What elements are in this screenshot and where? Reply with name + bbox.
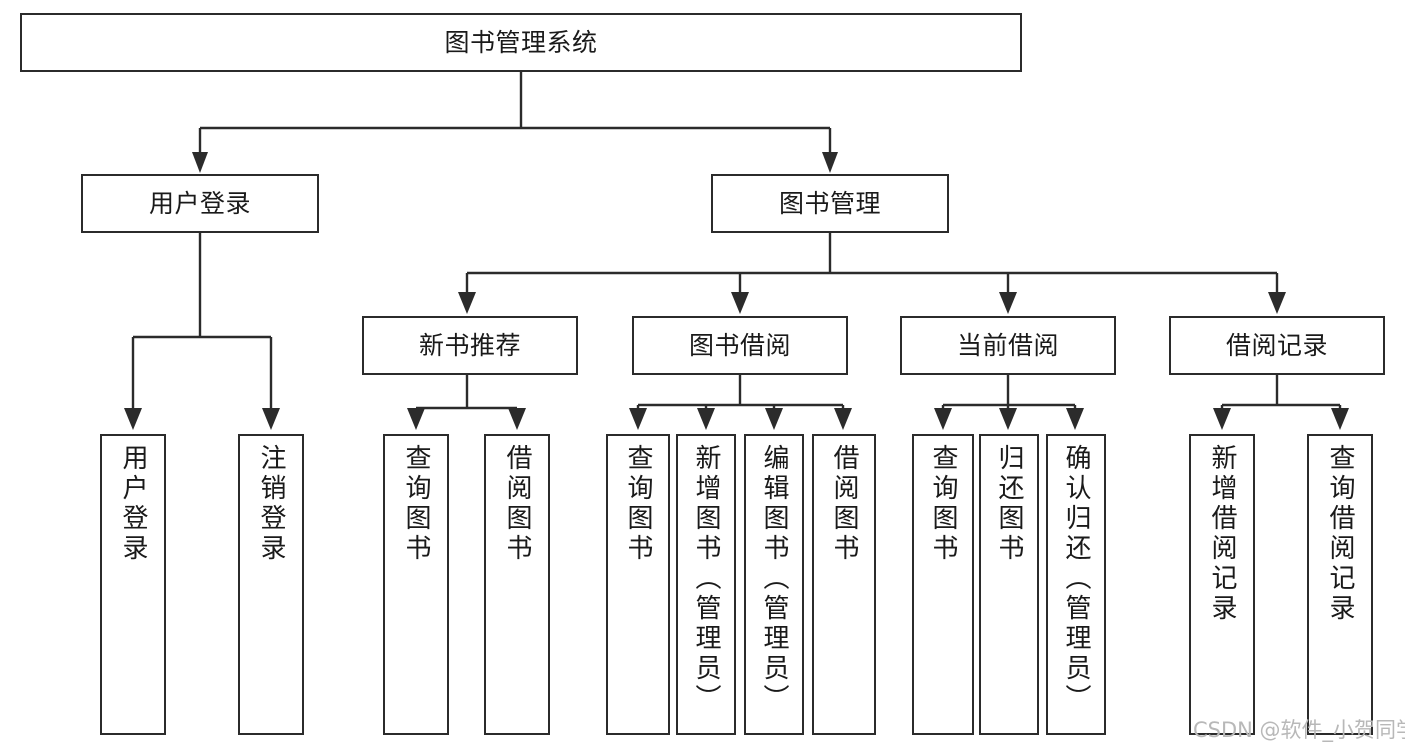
arrowhead-leaf-query-book-2 (629, 408, 647, 430)
node-leaf-borrow-book-2-label: 借阅图书 (829, 444, 859, 564)
arrowhead-leaf-user-logout (262, 408, 280, 430)
arrowhead-leaf-return-book (999, 408, 1017, 430)
arrowhead-new-book-recommend (458, 292, 476, 314)
node-leaf-query-book-1-label: 查询图书 (401, 444, 431, 564)
node-root-label: 图书管理系统 (444, 27, 598, 57)
arrowhead-leaf-confirm-return (1066, 408, 1084, 430)
node-leaf-borrow-book-2[interactable]: 借阅图书 (812, 434, 876, 735)
arrowhead-borrow-record (1268, 292, 1286, 314)
arrowhead-leaf-user-login (124, 408, 142, 430)
node-leaf-add-book[interactable]: 新增图书（管理员） (676, 434, 736, 735)
arrowhead-current-borrow (999, 292, 1017, 314)
node-leaf-add-book-label: 新增图书（管理员） (691, 444, 721, 714)
arrowhead-leaf-add-record (1213, 408, 1231, 430)
node-current-borrow-label: 当前借阅 (956, 330, 1059, 360)
node-leaf-query-book-2[interactable]: 查询图书 (606, 434, 670, 735)
node-user-login-label: 用户登录 (148, 188, 251, 218)
node-borrow-record[interactable]: 借阅记录 (1169, 316, 1385, 375)
arrowhead-bookmanage (822, 152, 838, 173)
arrowhead-book-borrow (731, 292, 749, 314)
node-book-borrow-label: 图书借阅 (688, 330, 791, 360)
node-root[interactable]: 图书管理系统 (20, 13, 1022, 72)
arrowhead-leaf-query-record (1331, 408, 1349, 430)
arrowhead-userlogin (192, 152, 208, 173)
node-leaf-borrow-book-1-label: 借阅图书 (502, 444, 532, 564)
node-leaf-add-record-label: 新增借阅记录 (1207, 444, 1237, 624)
node-leaf-query-book-3-label: 查询图书 (928, 444, 958, 564)
node-leaf-user-logout[interactable]: 注销登录 (238, 434, 304, 735)
node-leaf-confirm-return-label: 确认归还（管理员） (1061, 444, 1091, 714)
node-current-borrow[interactable]: 当前借阅 (900, 316, 1116, 375)
node-leaf-query-book-3[interactable]: 查询图书 (912, 434, 974, 735)
node-leaf-user-logout-label: 注销登录 (256, 444, 286, 564)
node-new-book-recommend-label: 新书推荐 (418, 330, 521, 360)
node-borrow-record-label: 借阅记录 (1225, 330, 1328, 360)
node-leaf-add-record[interactable]: 新增借阅记录 (1189, 434, 1255, 735)
node-user-login[interactable]: 用户登录 (81, 174, 319, 233)
node-leaf-query-book-2-label: 查询图书 (623, 444, 653, 564)
arrowhead-leaf-query-book-1 (407, 408, 425, 430)
node-leaf-edit-book-label: 编辑图书（管理员） (759, 444, 789, 714)
node-leaf-borrow-book-1[interactable]: 借阅图书 (484, 434, 550, 735)
node-leaf-edit-book[interactable]: 编辑图书（管理员） (744, 434, 804, 735)
node-book-borrow[interactable]: 图书借阅 (632, 316, 848, 375)
node-leaf-query-record-label: 查询借阅记录 (1325, 444, 1355, 624)
arrowhead-leaf-add-book (697, 408, 715, 430)
node-leaf-confirm-return[interactable]: 确认归还（管理员） (1046, 434, 1106, 735)
arrowhead-leaf-query-book-3 (934, 408, 952, 430)
arrowhead-leaf-borrow-book-2 (834, 408, 852, 430)
node-book-manage-label: 图书管理 (778, 188, 881, 218)
arrowhead-leaf-borrow-book-1 (508, 408, 526, 430)
node-new-book-recommend[interactable]: 新书推荐 (362, 316, 578, 375)
node-leaf-user-login-label: 用户登录 (118, 444, 148, 564)
node-leaf-query-book-1[interactable]: 查询图书 (383, 434, 449, 735)
node-leaf-user-login[interactable]: 用户登录 (100, 434, 166, 735)
node-book-manage[interactable]: 图书管理 (711, 174, 949, 233)
node-leaf-return-book[interactable]: 归还图书 (979, 434, 1039, 735)
node-leaf-return-book-label: 归还图书 (994, 444, 1024, 564)
node-leaf-query-record[interactable]: 查询借阅记录 (1307, 434, 1373, 735)
watermark-text: CSDN @软件_小贺同学 (1193, 718, 1405, 742)
arrowhead-leaf-edit-book (765, 408, 783, 430)
